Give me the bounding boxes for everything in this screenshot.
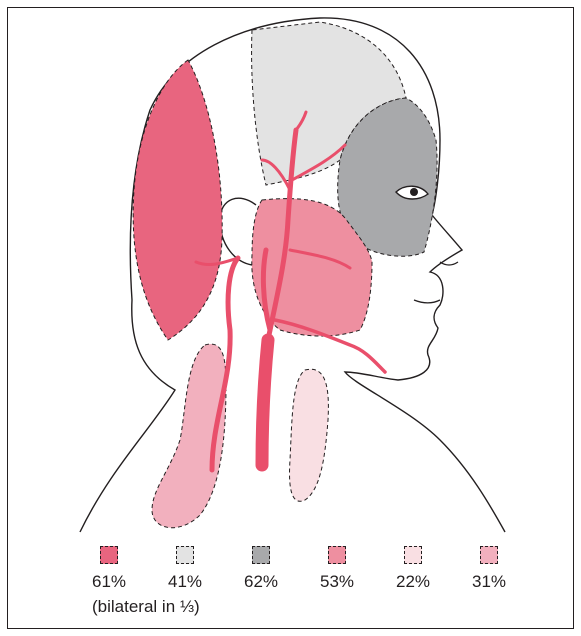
legend-swatch-parietal [176, 546, 194, 564]
legend-label-frontal: 62% [244, 572, 278, 592]
legend-swatch-occipital [100, 546, 118, 564]
region-neck-anterior [290, 369, 329, 501]
legend-swatch-parotid [328, 546, 346, 564]
common-carotid-artery [262, 340, 268, 465]
legend-label-parietal: 41% [168, 572, 202, 592]
mouth [414, 300, 440, 303]
legend-label-parotid: 53% [320, 572, 354, 592]
region-occipital [133, 60, 222, 340]
legend-swatch-neck-posterior [480, 546, 498, 564]
legend-swatch-neck-anterior [404, 546, 422, 564]
legend-label-neck-anterior: 22% [396, 572, 430, 592]
ear-outline [220, 198, 256, 265]
legend-swatch-frontal [252, 546, 270, 564]
eye-pupil-overlay [410, 188, 418, 196]
legend-label-neck-posterior: 31% [472, 572, 506, 592]
legend-label-occipital: 61% [92, 572, 126, 592]
legend-note: (bilateral in ⅓) [92, 597, 200, 617]
